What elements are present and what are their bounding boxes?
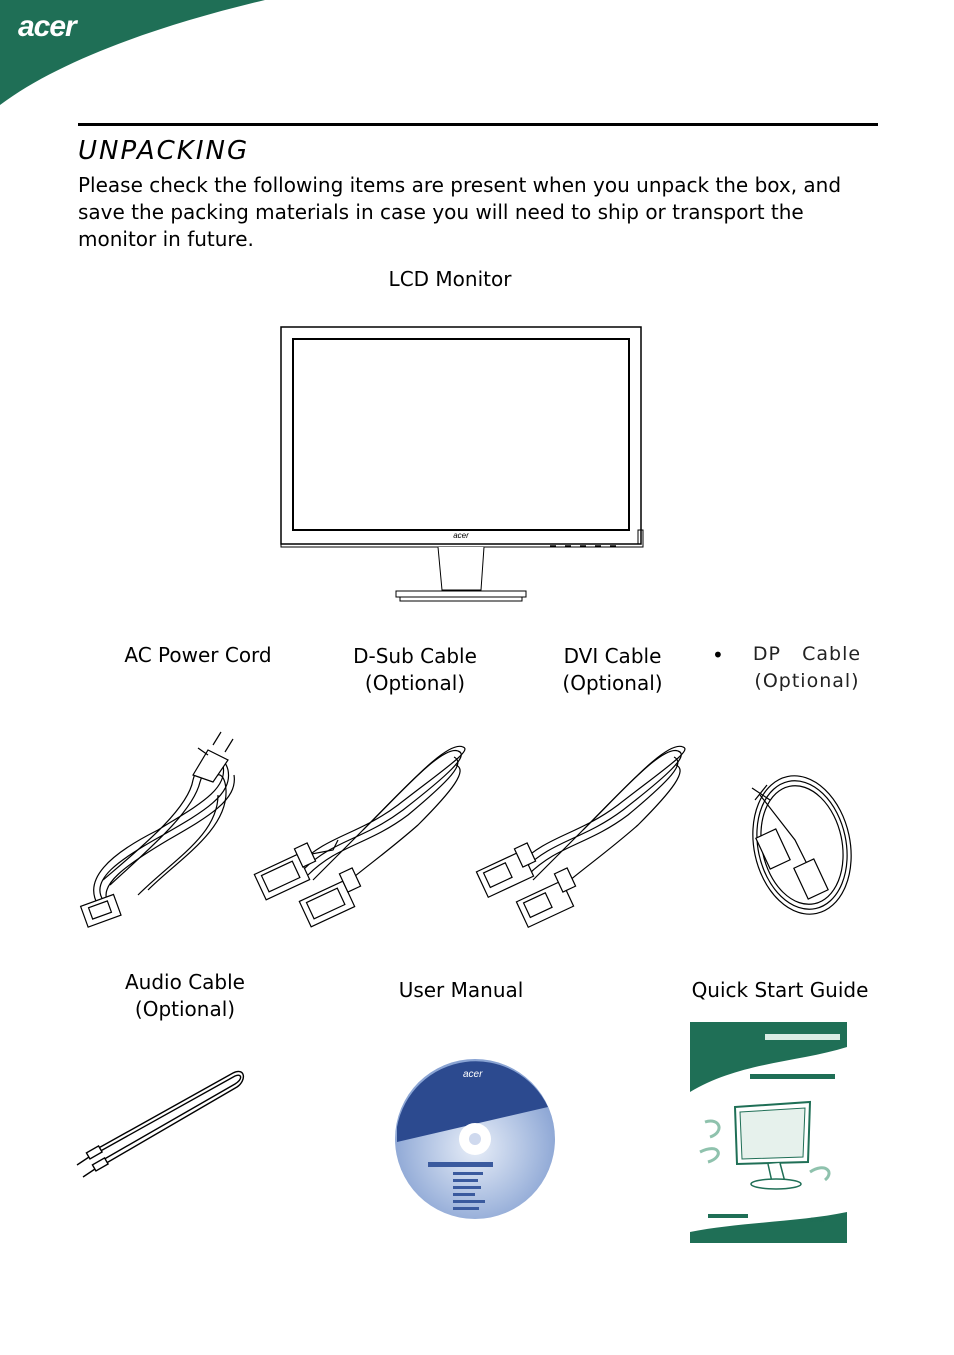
acer-logo: acer [18,10,77,43]
dsub-cable-image [253,745,466,928]
svg-text:acer: acer [463,1069,483,1080]
caption-audio-line2: (Optional) [134,997,236,1021]
quick-start-guide-image: acer [690,1022,847,1243]
caption-dvi-line2: (Optional) [562,671,663,695]
intro-paragraph: Please check the following items are pre… [78,173,842,251]
user-manual-cd-image: acer [395,1059,555,1219]
caption-dsub-line2: (Optional) [364,671,466,695]
audio-cable-image [76,1070,244,1178]
header-swoosh [0,0,265,105]
caption-dvi-cable: DVI Cable (Optional) [530,643,695,697]
lcd-monitor-image: acer [280,326,644,602]
section-title: UNPACKING [78,136,250,166]
caption-user-manual: User Manual [398,978,524,1002]
ac-power-cord-image [79,731,235,928]
caption-audio-cable: Audio Cable (Optional) [100,969,270,1023]
caption-dsub-line1: D-Sub Cable [353,644,477,668]
bullet-icon: • [712,643,724,667]
dvi-cable-image [475,745,686,929]
caption-audio-line1: Audio Cable [125,970,245,994]
caption-dp-line2: (Optional) [754,670,860,692]
header-rule [78,123,878,126]
caption-dp-cable: DP Cable (Optional) [742,641,872,695]
svg-text:acer: acer [810,1215,826,1224]
dp-cable-image [751,775,852,915]
svg-text:acer: acer [453,531,469,540]
caption-dvi-line1: DVI Cable [563,644,662,668]
caption-dp-line1: DP Cable [752,643,862,665]
caption-ac-power-cord: AC Power Cord [124,643,272,667]
caption-dsub-cable: D-Sub Cable (Optional) [330,643,500,697]
caption-quick-start-guide: Quick Start Guide [691,978,869,1002]
caption-lcd-monitor: LCD Monitor [388,267,512,291]
